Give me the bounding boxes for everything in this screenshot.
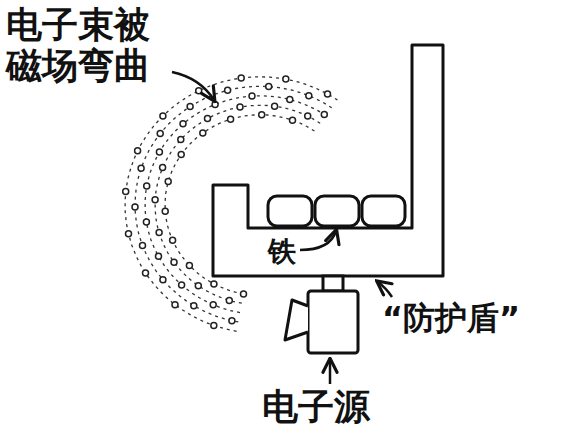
part-label: 铁 — [268, 236, 296, 268]
electron-dot — [241, 291, 247, 297]
electron-dot — [272, 103, 278, 109]
electron-dot — [160, 165, 166, 171]
source-nozzle — [285, 300, 308, 340]
electron-dot — [205, 116, 211, 122]
electron-dot — [152, 197, 158, 203]
electron-dot — [170, 237, 176, 243]
electron-dot — [211, 281, 217, 287]
electron-dot — [156, 230, 162, 236]
electron-dot — [143, 219, 149, 225]
electron-dot — [228, 116, 234, 122]
electron-dot — [126, 231, 132, 237]
electron-dot — [290, 117, 296, 123]
electron-dot — [226, 297, 232, 303]
electron-dot — [266, 84, 272, 90]
shield-outline — [213, 45, 443, 276]
electron-dot — [225, 87, 231, 93]
electron-dot — [210, 302, 216, 308]
electron-dot — [306, 93, 312, 99]
electron-dot — [135, 148, 141, 154]
electron-dot — [178, 137, 184, 143]
iron-block — [315, 196, 359, 226]
electron-dot — [196, 88, 202, 94]
part-label: 电子源 — [262, 386, 370, 427]
iron-block — [362, 196, 405, 226]
electron-dot — [162, 208, 168, 214]
electron-dot — [178, 152, 184, 158]
electron-dot — [249, 93, 255, 99]
electron-dot — [132, 204, 138, 210]
electron-dot — [156, 149, 162, 155]
electron-dot — [171, 259, 177, 265]
beam-note: 电子束被 磁场弯曲 — [6, 4, 161, 87]
iron-block — [268, 196, 312, 226]
electron-dot — [229, 318, 235, 324]
leader-arrow — [172, 72, 214, 100]
electron-dot — [156, 253, 162, 259]
electron-dot — [187, 104, 193, 110]
electron-dot — [287, 97, 293, 103]
electron-dot — [200, 130, 206, 136]
leader-arrow — [378, 282, 392, 297]
leader-arrow — [300, 231, 336, 250]
electron-source — [308, 291, 358, 353]
electron-dot — [211, 323, 217, 329]
electron-dot — [325, 91, 331, 97]
electron-dot — [195, 283, 201, 289]
electron-dot — [144, 183, 150, 189]
electron-dot — [321, 111, 327, 117]
electron-dot — [180, 121, 186, 127]
electron-dot — [305, 113, 311, 119]
electron-dot — [160, 277, 166, 283]
electron-dot — [212, 101, 218, 107]
electron-dot — [165, 179, 171, 185]
leader-arrow — [329, 360, 332, 384]
electron-dot — [123, 189, 129, 195]
electron-dot — [238, 75, 244, 81]
electron-dot — [160, 113, 166, 119]
electron-dot — [237, 104, 243, 110]
electron-dot — [259, 112, 265, 118]
electron-dot — [157, 131, 163, 137]
electron-dot — [191, 303, 197, 309]
electron-dot — [186, 262, 192, 268]
electron-dot — [143, 270, 149, 276]
electron-dot — [140, 243, 146, 249]
electron-dot — [179, 282, 185, 288]
electron-dot — [283, 76, 289, 82]
mount-stub — [323, 276, 343, 291]
electron-dot — [138, 165, 144, 171]
electron-dot — [172, 302, 178, 308]
part-label: “防护盾” — [382, 300, 520, 337]
